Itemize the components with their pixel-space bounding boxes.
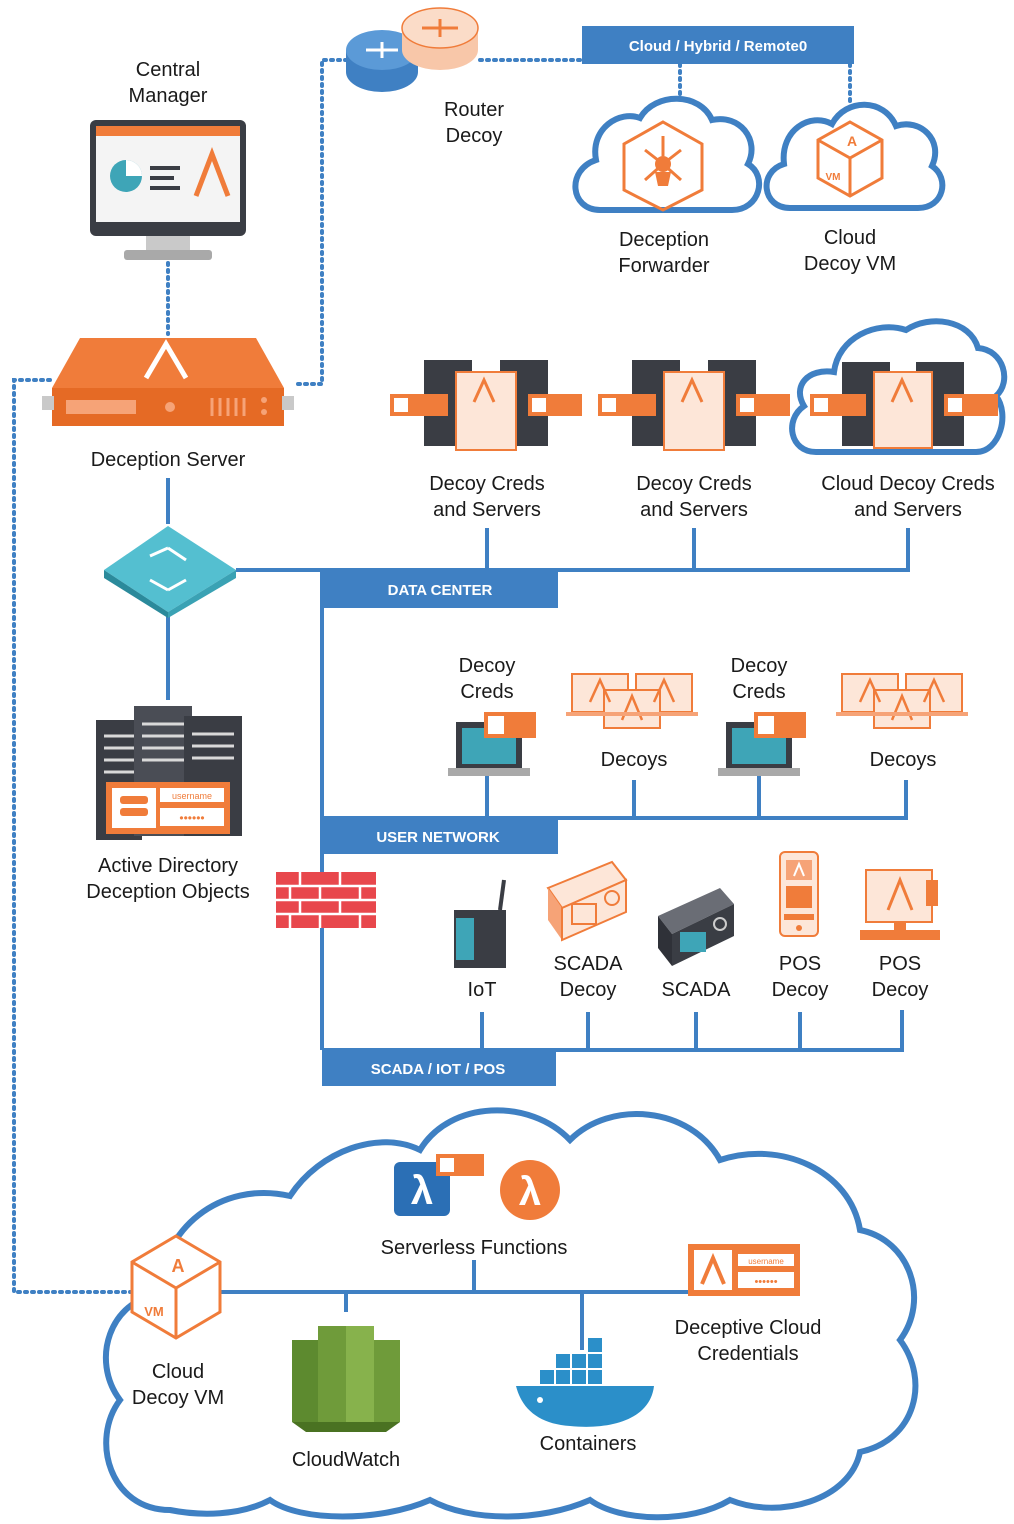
router-decoy-icon (346, 7, 479, 92)
decoy-creds-servers-2-label-2: and Servers (640, 499, 748, 521)
decoy-creds-1-label-1: Decoy (459, 655, 516, 677)
deceptive-cloud-creds-label-1: Deceptive Cloud (675, 1317, 822, 1339)
vm-cube-bottom-text: VM (144, 1304, 164, 1319)
deception-server-label: Deception Server (91, 449, 246, 471)
decoys-icon-1 (566, 673, 698, 729)
scada-decoy-icon (546, 860, 628, 942)
firewall-icon (276, 872, 376, 928)
decoy-creds-1-label-2: Creds (460, 681, 513, 703)
deception-forwarder-icon (622, 120, 704, 212)
pos-register-icon (860, 869, 940, 940)
central-manager-label-1: Central (136, 59, 200, 81)
decoy-creds-servers-1-label-1: Decoy Creds (429, 473, 545, 495)
pos-terminal-icon (779, 851, 819, 937)
vm-cube-icon: A VM (816, 120, 884, 198)
lambda-orange-glyph: λ (519, 1170, 541, 1214)
router-decoy-label-2: Decoy (446, 125, 503, 147)
cloud-cred-username-text: username (748, 1257, 784, 1266)
cloud-cred-password-dots: •••••• (754, 1276, 777, 1288)
decoy-creds-servers-1-label-2: and Servers (433, 499, 541, 521)
cloud-decoy-vm-top-label-2: Decoy VM (804, 253, 896, 275)
containers-label: Containers (540, 1433, 637, 1455)
vm-cube-bottom-glyph: A (172, 1256, 185, 1276)
cloud-decoy-servers-group (789, 318, 1008, 455)
deception-server-icon (42, 338, 294, 426)
vm-cube-glyph: A (847, 133, 857, 149)
scada-iot-pos-bar-label: SCADA / IOT / POS (371, 1061, 505, 1078)
iot-label: IoT (468, 979, 497, 1001)
scada-decoy-label-2: Decoy (560, 979, 617, 1001)
scada-iot-pos-bar (322, 1050, 556, 1086)
cloudwatch-label: CloudWatch (292, 1449, 400, 1471)
scada-icon (658, 888, 734, 966)
dotted-links (12, 58, 852, 1294)
laptop-creds-icon-2 (718, 712, 806, 776)
deception-forwarder-label-2: Forwarder (618, 255, 709, 277)
central-manager-label-2: Manager (129, 85, 208, 107)
scada-label: SCADA (662, 979, 732, 1001)
user-network-bar-label: USER NETWORK (376, 829, 500, 846)
cloud-vm-cloud: A VM (763, 101, 946, 211)
laptop-creds-icon-1 (448, 712, 536, 776)
network-switch-icon (104, 526, 236, 618)
forwarder-cloud (572, 95, 763, 213)
decoys-icon-2 (836, 673, 968, 729)
deceptive-cloud-creds-label-2: Credentials (697, 1343, 798, 1365)
pos-decoy-2-label-1: POS (879, 953, 921, 975)
vm-cube-text: VM (826, 172, 841, 183)
pos-decoy-2-label-2: Decoy (872, 979, 929, 1001)
pos-decoy-1-label-1: POS (779, 953, 821, 975)
cloud-hybrid-bar (582, 26, 854, 64)
ad-password-dots: •••••• (179, 811, 204, 825)
decoy-creds-servers-2-label-1: Decoy Creds (636, 473, 752, 495)
cloud-decoy-creds-servers-label-1: Cloud Decoy Creds (821, 473, 994, 495)
cloud-decoy-vm-bottom-label-1: Cloud (152, 1361, 204, 1383)
active-directory-label-2: Deception Objects (86, 881, 249, 903)
data-center-bar (322, 570, 558, 608)
cloud-decoy-vm-bottom-label-2: Decoy VM (132, 1387, 224, 1409)
router-decoy-label-1: Router (444, 99, 504, 121)
decoy-servers-group-2 (598, 360, 790, 451)
serverless-label: Serverless Functions (381, 1237, 568, 1259)
decoy-creds-2-label-2: Creds (732, 681, 785, 703)
cloudwatch-icon (292, 1326, 400, 1432)
data-center-bar-label: DATA CENTER (388, 582, 493, 599)
lambda-blue-glyph: λ (411, 1169, 433, 1213)
monitor-icon (90, 120, 246, 260)
cloud-decoy-creds-servers-label-2: and Servers (854, 499, 962, 521)
pos-decoy-1-label-2: Decoy (772, 979, 829, 1001)
cloud-decoy-vm-top-label-1: Cloud (824, 227, 876, 249)
decoys-1-label: Decoys (601, 749, 668, 771)
decoy-servers-group-1 (390, 360, 582, 451)
deception-forwarder-label-1: Deception (619, 229, 709, 251)
ad-username-text: username (172, 791, 212, 801)
lambda-icon-orange: λ (500, 1160, 560, 1220)
user-network-bar (322, 818, 558, 854)
scada-decoy-label-1: SCADA (554, 953, 624, 975)
containers-docker-icon (516, 1338, 654, 1427)
vm-cube-bottom-icon: A VM (130, 1234, 222, 1340)
decoy-creds-2-label-1: Decoy (731, 655, 788, 677)
active-directory-label-1: Active Directory (98, 855, 238, 877)
decoys-2-label: Decoys (870, 749, 937, 771)
active-directory-icon: username •••••• (96, 706, 242, 840)
cloud-hybrid-bar-label: Cloud / Hybrid / Remote0 (629, 38, 807, 55)
iot-device-icon (454, 879, 506, 968)
lambda-icon-blue: λ (394, 1154, 484, 1216)
deceptive-cloud-credentials-icon: username •••••• (688, 1244, 800, 1296)
